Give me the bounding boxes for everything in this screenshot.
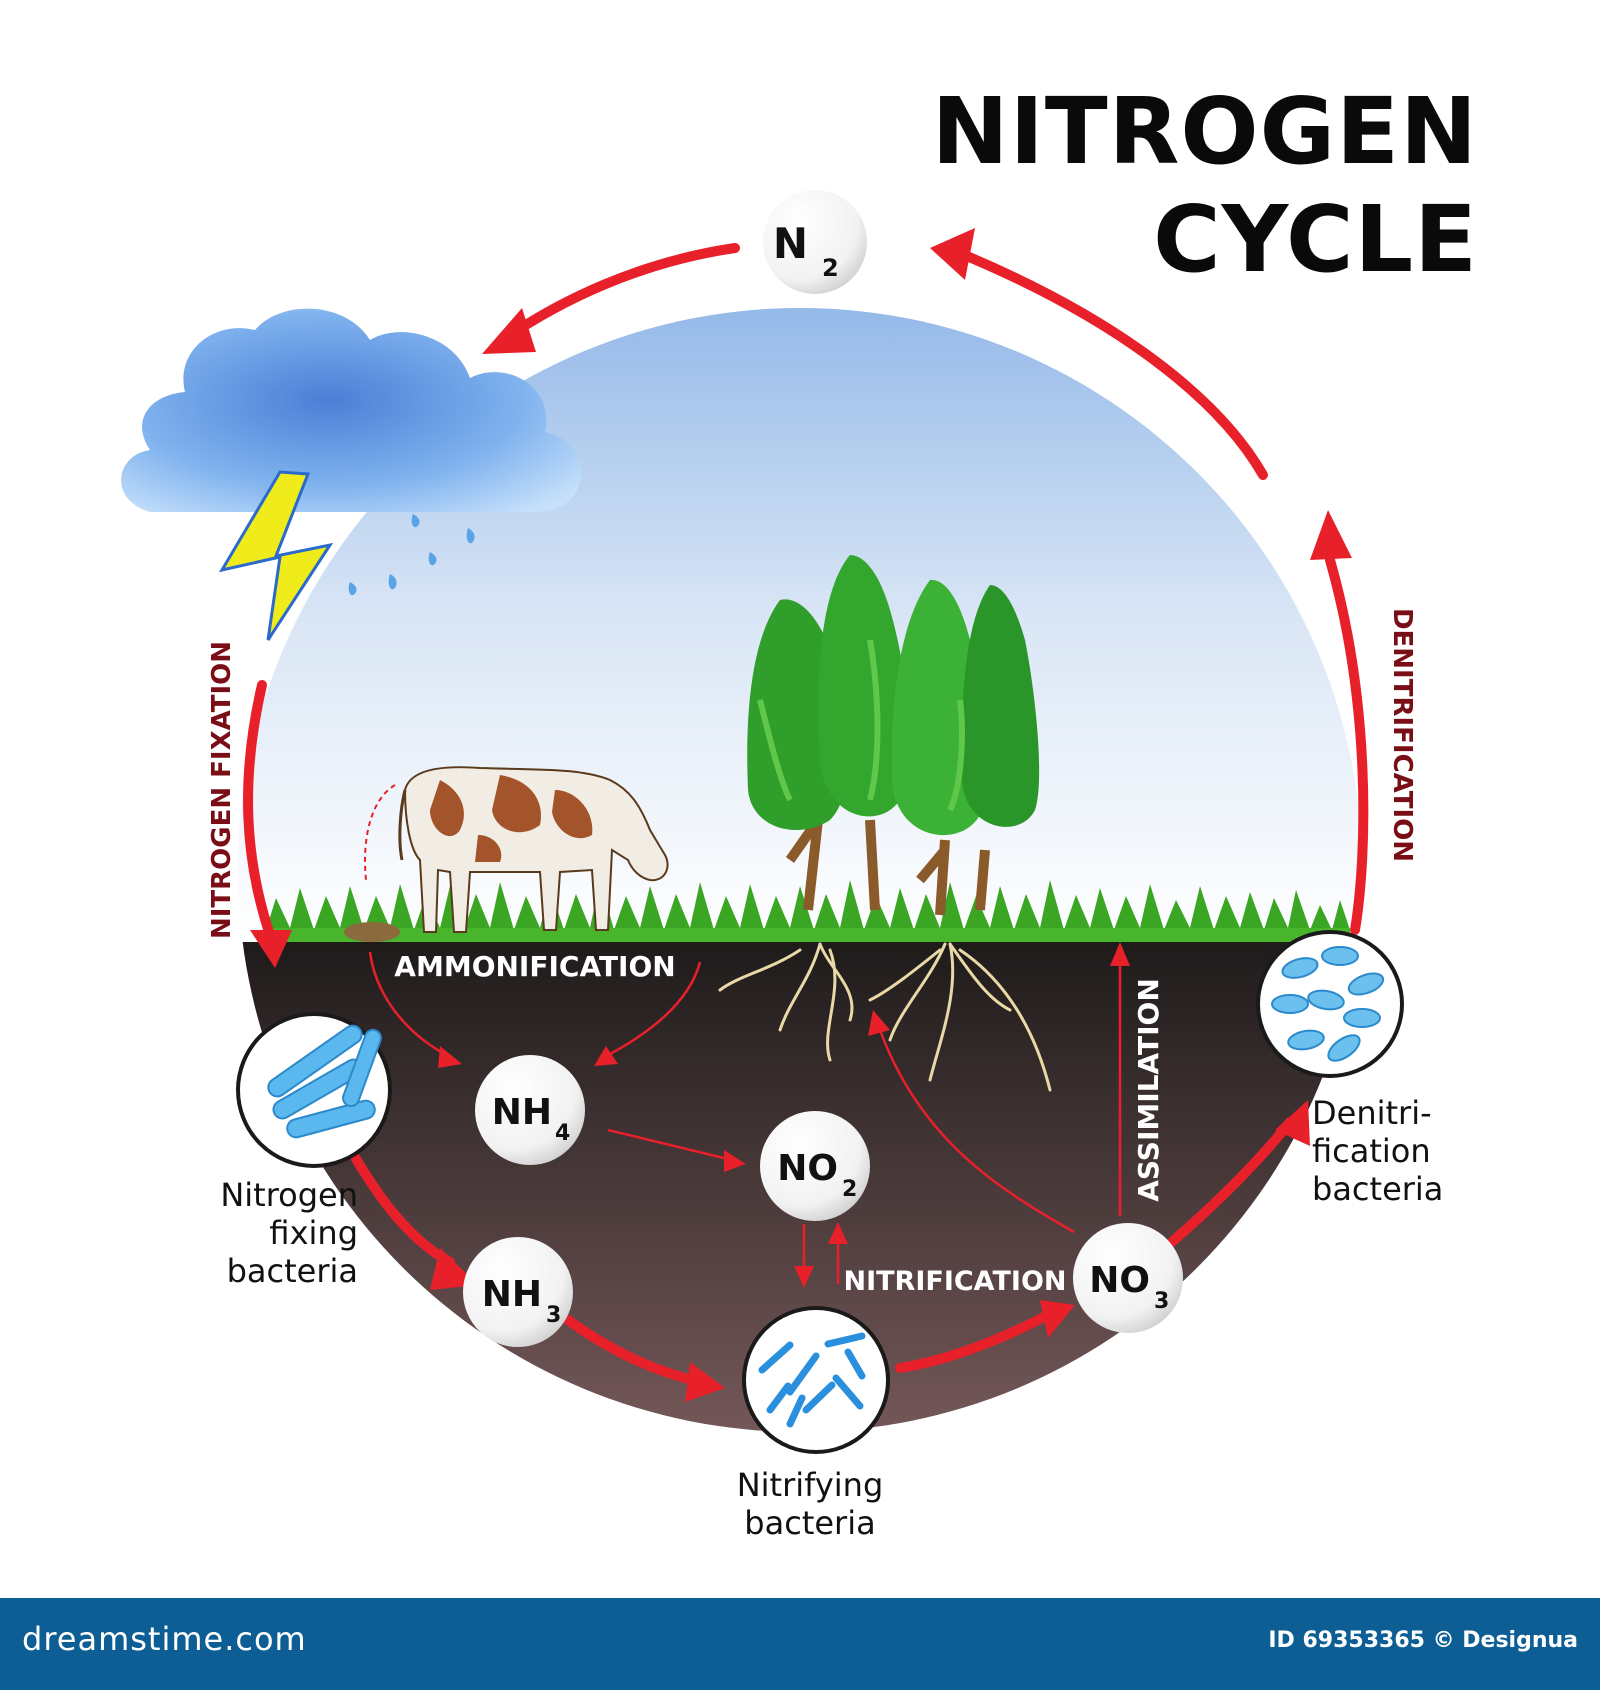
n2-base: N — [773, 219, 808, 268]
nitrifying-bacteria-circle — [742, 1306, 890, 1454]
denitrification-bacteria-circle — [1256, 930, 1404, 1078]
nitrification-label: NITRIFICATION — [843, 1266, 1066, 1297]
grass — [266, 880, 1350, 942]
nh4-molecule: NH 4 — [475, 1055, 585, 1165]
title-line-2: CYCLE — [1153, 186, 1478, 293]
cow — [398, 766, 669, 933]
rain-drops — [348, 514, 475, 596]
title-line-1: NITROGEN — [931, 78, 1478, 185]
fixing-caption-line-2: fixing — [269, 1214, 358, 1252]
denitrification-bacteria-caption: Denitri- fication bacteria — [1312, 1094, 1443, 1208]
fixing-bacteria-circle — [236, 1012, 392, 1168]
footer-site-logo[interactable]: dreamstime.com — [22, 1620, 307, 1658]
n2-sub: 2 — [822, 254, 839, 282]
denitrification-caption-line-1: Denitri- — [1312, 1094, 1432, 1132]
plant-roots — [718, 942, 1052, 1092]
inner-arrowheads — [438, 942, 1130, 1288]
nh3-sub: 3 — [546, 1303, 561, 1328]
denitrification-label: DENITRIFICATION — [1387, 608, 1417, 862]
inner-arrows — [368, 951, 1122, 1284]
nh4-sub: 4 — [555, 1121, 570, 1146]
n2-molecule: N 2 — [763, 190, 867, 294]
nh4-base: NH — [492, 1092, 552, 1133]
nitrifying-caption-line-1: Nitrifying — [737, 1466, 884, 1504]
rain-cloud — [121, 308, 582, 512]
no3-molecule: NO 3 — [1073, 1223, 1183, 1333]
ammonification-label: AMMONIFICATION — [394, 950, 675, 983]
nh3-molecule: NH 3 — [463, 1237, 573, 1347]
dung-pile — [344, 922, 400, 942]
no2-sub: 2 — [842, 1177, 857, 1202]
fixing-caption-line-3: bacteria — [227, 1252, 358, 1290]
assimilation-label: ASSIMILATION — [1132, 978, 1165, 1202]
fixing-bacteria-caption: Nitrogen fixing bacteria — [220, 1176, 358, 1290]
denitrification-caption-line-3: bacteria — [1312, 1170, 1443, 1208]
nitrifying-bacteria-caption: Nitrifying bacteria — [737, 1466, 884, 1542]
trees — [747, 555, 1040, 916]
lightning-bolt — [218, 470, 334, 641]
no2-base: NO — [777, 1148, 838, 1189]
no3-base: NO — [1089, 1260, 1150, 1301]
footer-image-id: ID 69353365 © Designua — [1268, 1628, 1578, 1653]
fixing-caption-line-1: Nitrogen — [220, 1176, 358, 1214]
denitrification-caption-line-2: fication — [1312, 1132, 1431, 1170]
footer-bar: dreamstime.com ID 69353365 © Designua — [0, 1598, 1600, 1690]
nitrifying-caption-line-2: bacteria — [744, 1504, 875, 1542]
no3-sub: 3 — [1154, 1289, 1169, 1314]
nh3-base: NH — [482, 1274, 542, 1315]
no2-molecule: NO 2 — [760, 1111, 870, 1221]
dung-arrow — [364, 784, 396, 881]
nitrogen-fixation-label: NITROGEN FIXATION — [207, 641, 237, 939]
